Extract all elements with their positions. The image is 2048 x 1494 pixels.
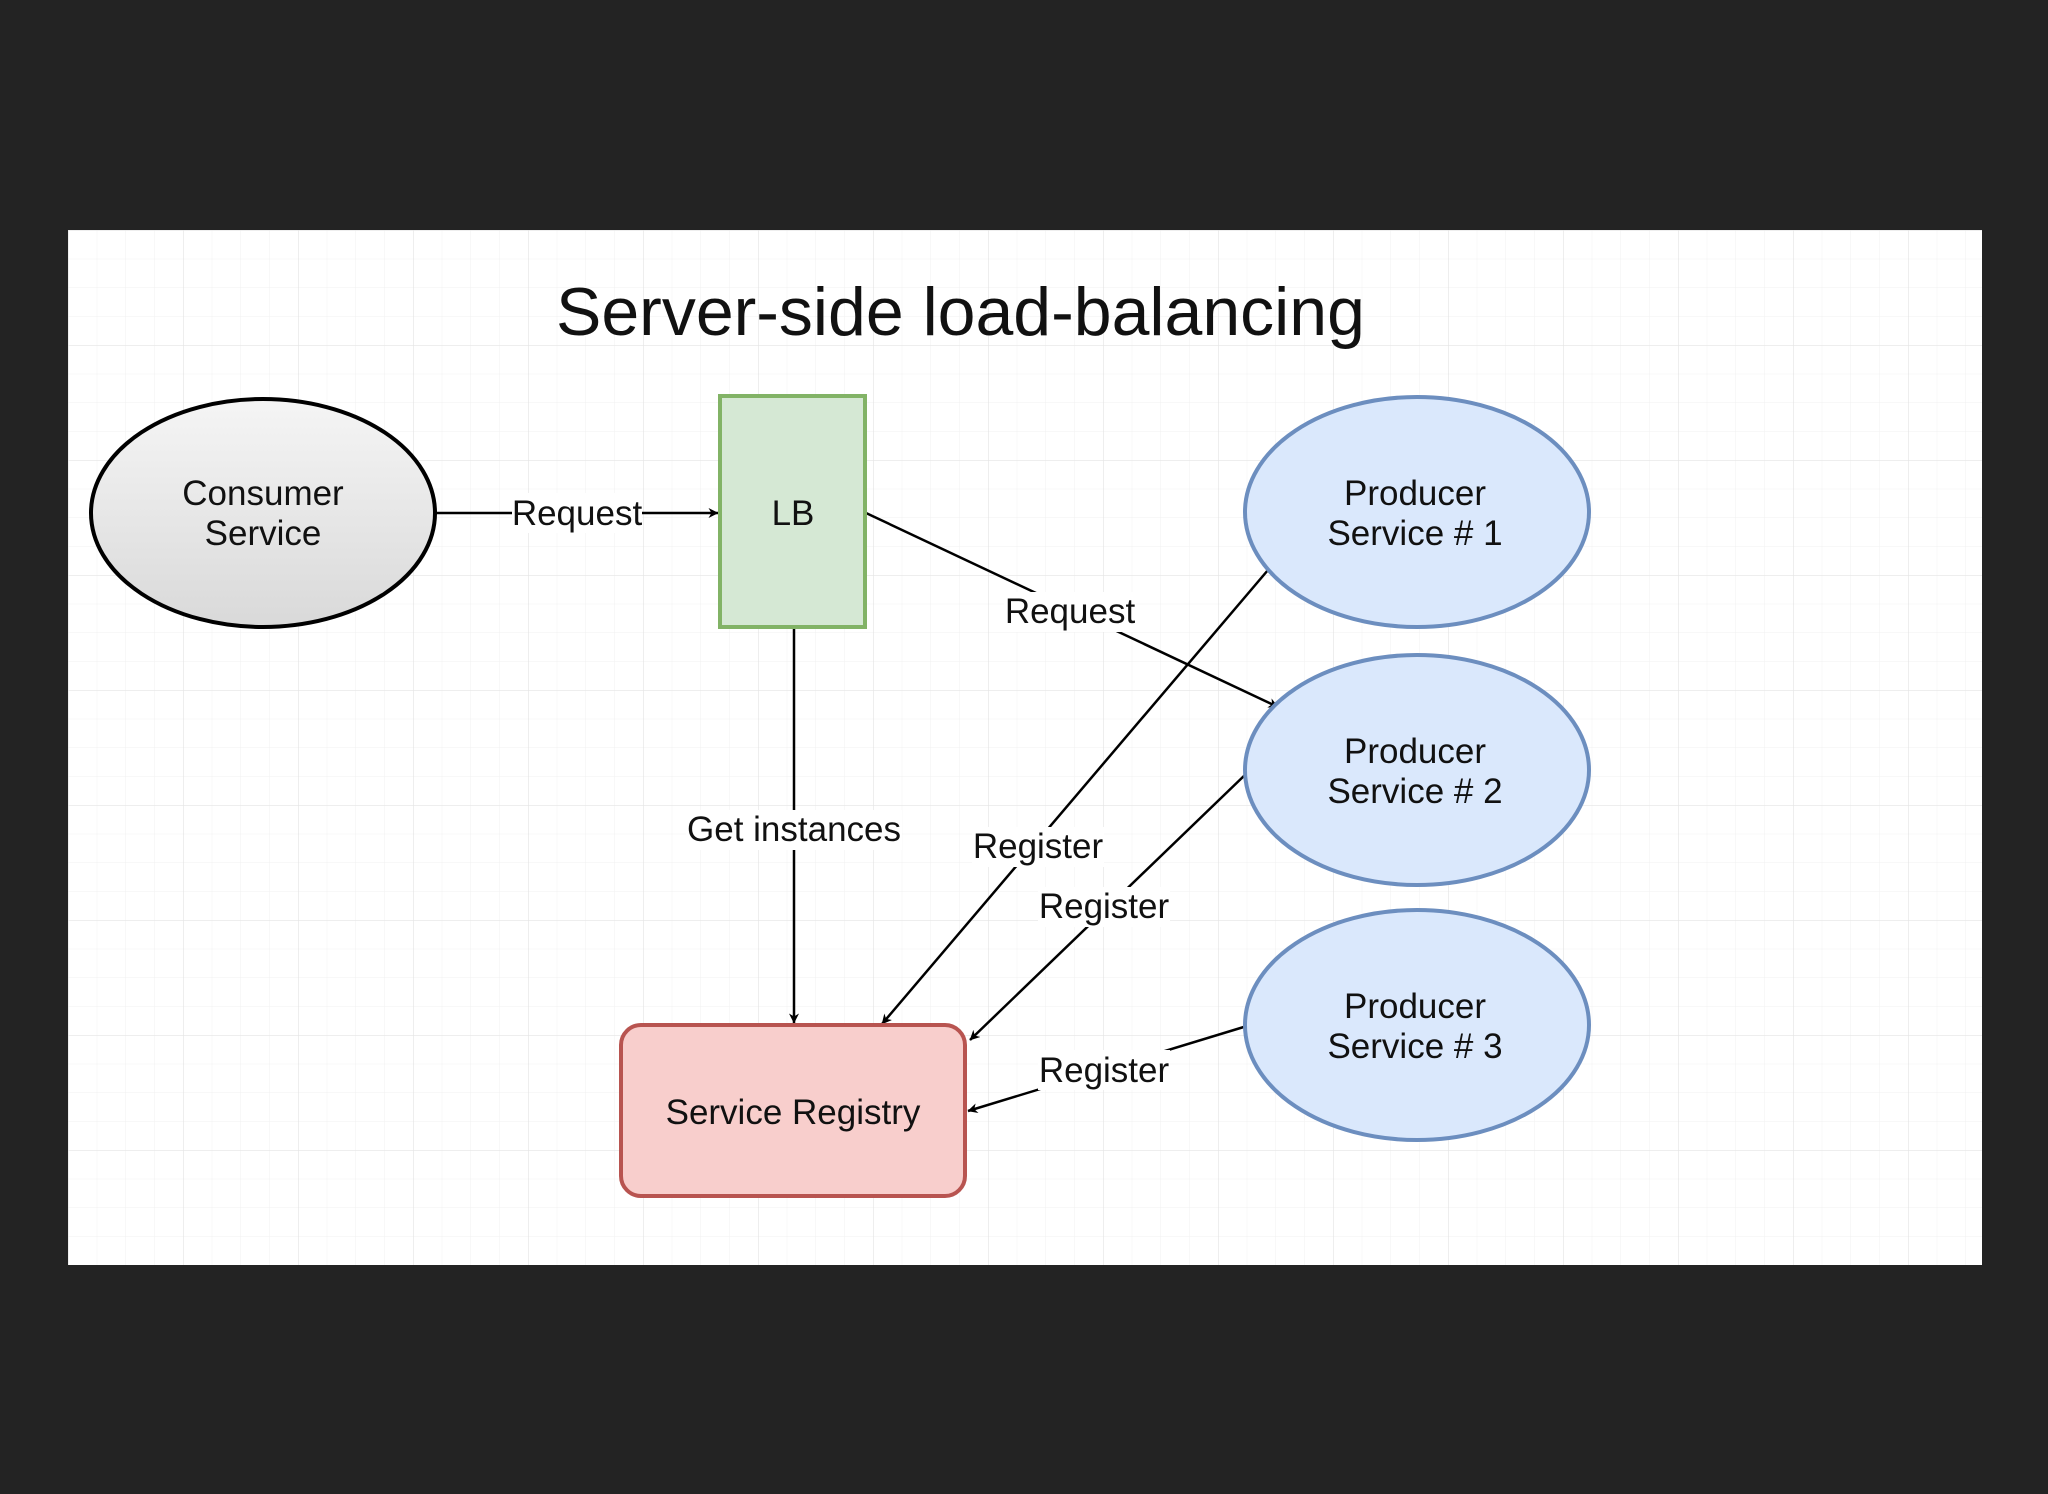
node-producer-service-1[interactable]: Producer Service # 1 <box>1243 395 1591 629</box>
node-producer-service-3[interactable]: Producer Service # 3 <box>1243 908 1591 1142</box>
node-label-consumer-line2: Service <box>205 514 322 553</box>
node-lb[interactable]: LB <box>718 394 867 629</box>
edge-lb-to-producer2[interactable]: Request <box>865 511 1279 709</box>
node-label-consumer-line1: Consumer <box>182 474 344 513</box>
edge-consumer-to-lb[interactable]: Request <box>434 493 719 533</box>
node-service-registry[interactable]: Service Registry <box>619 1023 967 1198</box>
edge-label-register-1: Register <box>973 827 1104 866</box>
node-label-producer2-line1: Producer <box>1344 732 1486 771</box>
edge-lb-to-registry[interactable]: Get instances <box>686 628 902 1024</box>
node-label-lb: LB <box>772 494 815 533</box>
node-label-producer1-line1: Producer <box>1344 474 1486 513</box>
node-label-producer1-line2: Service # 1 <box>1327 514 1502 553</box>
canvas-grid-major <box>68 230 1982 1265</box>
node-consumer-service[interactable]: Consumer Service <box>89 397 437 629</box>
node-producer-service-2[interactable]: Producer Service # 2 <box>1243 653 1591 887</box>
edge-producer2-to-registry[interactable]: Register <box>969 772 1248 1041</box>
edge-label-register-2: Register <box>1039 887 1170 926</box>
edge-label-request-2: Request <box>1005 592 1136 631</box>
edge-producer1-to-registry[interactable]: Register <box>881 569 1269 1025</box>
node-label-service-registry: Service Registry <box>666 1093 921 1132</box>
edge-label-register-3: Register <box>1039 1051 1170 1090</box>
edge-label-request-1: Request <box>512 494 643 533</box>
node-label-producer3-line1: Producer <box>1344 987 1486 1026</box>
node-label-producer3-line2: Service # 3 <box>1327 1027 1502 1066</box>
node-label-producer2-line2: Service # 2 <box>1327 772 1502 811</box>
edge-producer3-to-registry[interactable]: Register <box>967 1024 1248 1114</box>
edge-label-get-instances: Get instances <box>687 810 901 849</box>
diagram-title: Server-side load-balancing <box>556 274 1365 350</box>
